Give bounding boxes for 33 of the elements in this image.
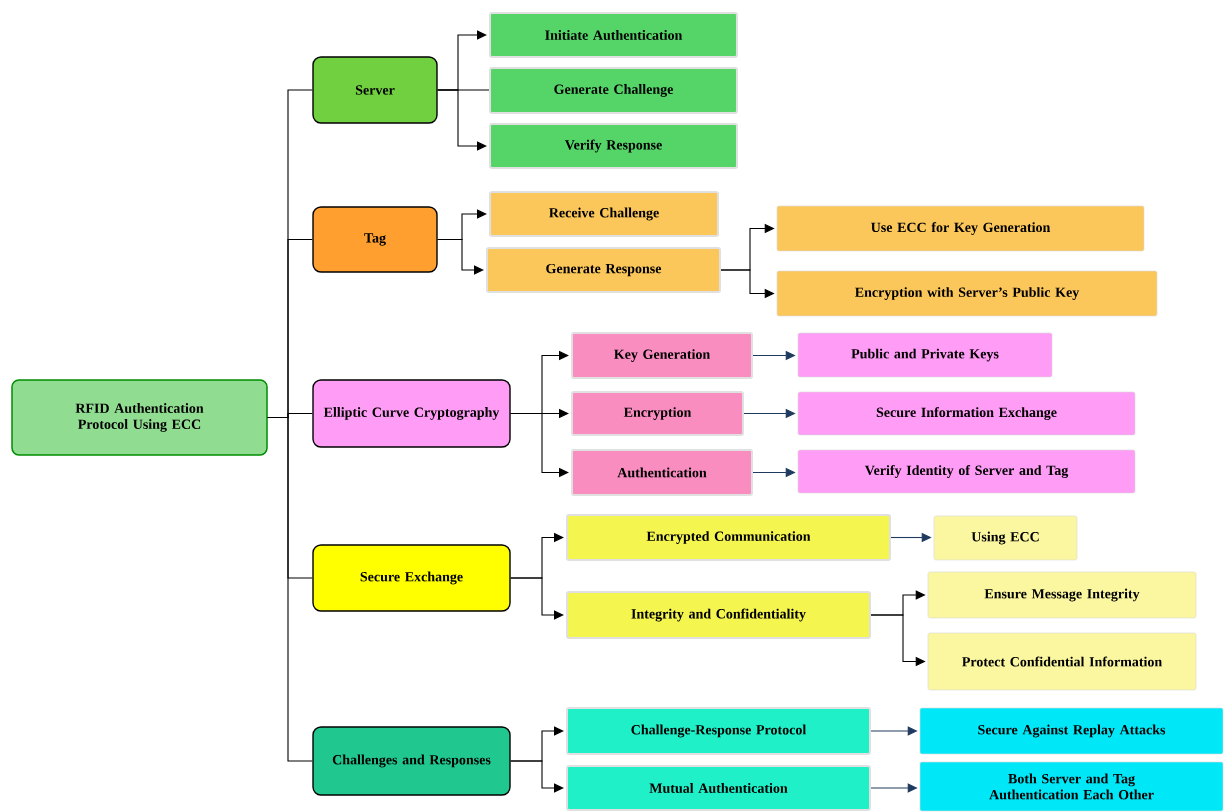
detail-box: Use ECC for Key Generation bbox=[776, 205, 1145, 252]
category-box: Secure Exchange bbox=[312, 544, 511, 612]
step-box: Verify Response bbox=[489, 123, 738, 169]
step-box: Receive Challenge bbox=[489, 191, 719, 237]
detail-box: Using ECC bbox=[933, 515, 1078, 561]
category-box: Elliptic Curve Cryptography bbox=[312, 379, 511, 448]
detail-box: Ensure Message Integrity bbox=[927, 571, 1197, 619]
connector bbox=[510, 760, 564, 793]
step-box: Integrity and Confidentiality bbox=[566, 591, 871, 639]
detail-box: Encryption with Server’s Public Key bbox=[776, 270, 1158, 317]
step-box: Challenge-Response Protocol bbox=[566, 707, 871, 755]
step-box: Authentication bbox=[571, 449, 753, 496]
step-box: Initiate Authentication bbox=[489, 12, 738, 58]
detail-box: Secure Information Exchange bbox=[797, 391, 1136, 436]
category-box: Server bbox=[312, 56, 438, 124]
step-box: Mutual Authentication bbox=[566, 765, 871, 811]
connector bbox=[510, 577, 564, 620]
detail-box: Secure Against Replay Attacks bbox=[919, 707, 1224, 755]
root-box: RFID Authentication Protocol Using ECC bbox=[11, 379, 268, 456]
step-box: Encryption bbox=[571, 391, 744, 436]
step-box: Encrypted Communication bbox=[566, 514, 891, 561]
step-box: Key Generation bbox=[571, 332, 753, 379]
detail-box: Verify Identity of Server and Tag bbox=[797, 449, 1136, 494]
detail-box: Protect Confidential Information bbox=[927, 632, 1197, 691]
connector bbox=[437, 238, 484, 275]
step-box: Generate Challenge bbox=[489, 67, 738, 114]
detail-box: Public and Private Keys bbox=[797, 332, 1053, 378]
step-box: Generate Response bbox=[486, 247, 721, 293]
category-box: Tag bbox=[312, 206, 438, 273]
connector bbox=[267, 416, 313, 762]
connector bbox=[437, 89, 487, 151]
detail-box: Both Server and Tag Authentication Each Other bbox=[919, 761, 1224, 812]
category-box: Challenges and Responses bbox=[312, 726, 511, 796]
